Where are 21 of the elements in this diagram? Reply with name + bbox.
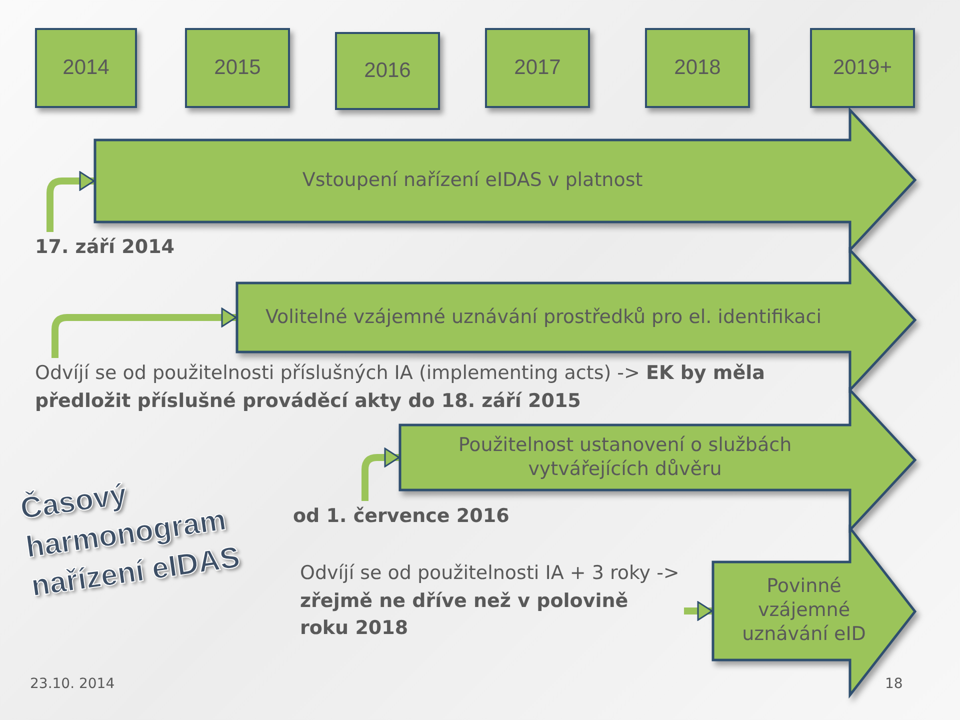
- date-footer: 23.10. 2014: [30, 676, 115, 692]
- date-text: 17. září 2014: [35, 234, 185, 264]
- bent-arrow: [52, 308, 237, 358]
- page-number: 18: [885, 676, 903, 692]
- note-text: Odvíjí se od použitelnosti příslušných IA (implementing acts) -> EK by měla předložit příslušné prováděcí akty do 18. září 2015: [35, 360, 780, 422]
- slide-title: Časový harmonogram nařízení eIDAS: [18, 477, 243, 605]
- bent-arrow: [46, 171, 95, 232]
- year-box: 2018: [645, 28, 750, 108]
- year-box: 2019+: [810, 28, 915, 108]
- note-text: Odvíjí se od použitelnosti IA + 3 roky -> zřejmě ne dříve než v polovině roku 2018: [300, 560, 682, 650]
- arrow-label: Volitelné vzájemné uznávání prostředků pro el. identifikaci: [264, 304, 822, 330]
- bent-arrow: [684, 601, 713, 621]
- year-box: 2015: [185, 28, 290, 108]
- bent-arrow: [362, 448, 400, 501]
- date-text: od 1. července 2016: [293, 503, 528, 535]
- year-box: 2014: [35, 28, 137, 108]
- arrow-label: Vstoupení nařízení eIDAS v platnost: [301, 168, 644, 194]
- arrow-label: Použitelnost ustanovení o službách vytvářejících důvěru: [457, 432, 793, 482]
- year-box: 2017: [485, 28, 590, 108]
- arrow-label: Povinné vzájemné uznávání eID: [741, 574, 867, 647]
- year-box: 2016: [335, 32, 440, 110]
